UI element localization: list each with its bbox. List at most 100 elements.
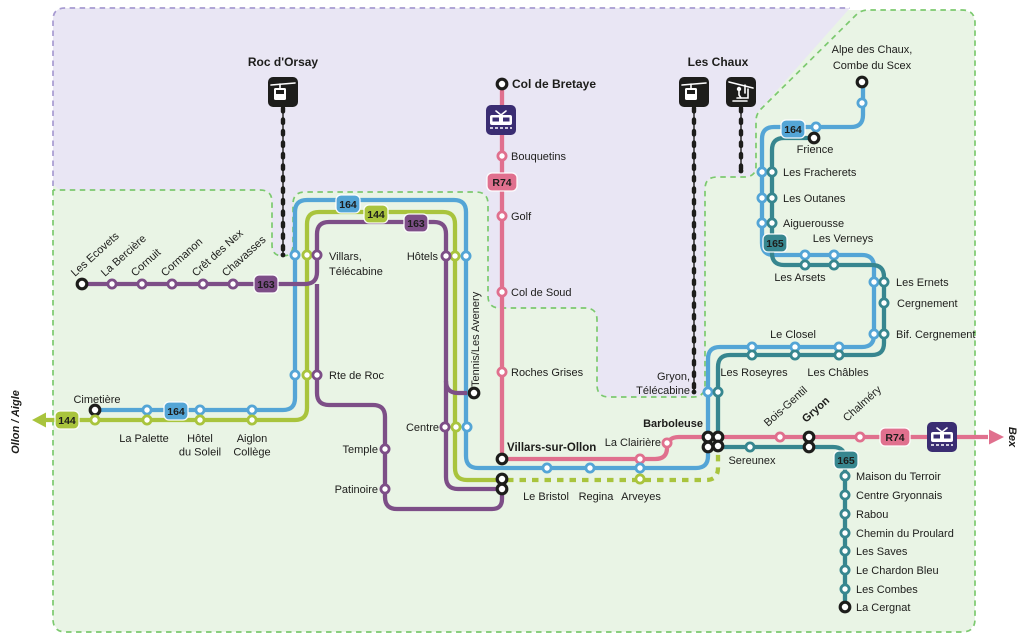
stop-dot-les-combes — [839, 583, 851, 595]
route-badge-label: 165 — [837, 455, 855, 467]
label-patinoire: Patinoire — [335, 484, 378, 496]
stop-dot-les-verneys-165 — [828, 259, 840, 271]
stop-dot-cergnement — [878, 297, 890, 309]
label-aiguerousse: Aiguerousse — [783, 218, 844, 230]
stop-dot-hotels-163 — [440, 250, 452, 262]
stop-dot-bif-cergnement-165 — [878, 328, 890, 340]
stop-dot-villars-telecabine-163 — [311, 249, 323, 261]
label-rte-de-roc: Rte de Roc — [329, 370, 385, 382]
stop-dot-cornuit — [136, 278, 148, 290]
ski-lift-icon-bg — [726, 77, 756, 107]
cable-car-icon — [268, 77, 298, 107]
stop-dot-aiglon-college-164 — [246, 404, 258, 416]
stop-dot-les-verneys-164 — [828, 249, 840, 261]
stop-dot-les-arsets-165 — [799, 259, 811, 271]
stop-dot-col-de-soud — [496, 286, 508, 298]
interchange-dot-villars-sur-ollon-r74 — [495, 452, 509, 466]
cable — [728, 81, 754, 89]
route-badge-bg — [762, 233, 788, 253]
stop-dot-bois-gentil — [774, 431, 786, 443]
label-le-chardon-bleu: Le Chardon Bleu — [856, 565, 939, 577]
interchange-dot-gryon-r74 — [802, 430, 816, 444]
stop-dot-gryon-telecabine-165 — [712, 386, 724, 398]
interchange-dot-barboleuse-144-165 — [711, 439, 725, 453]
label-cimetiere: Cimetière — [73, 394, 120, 406]
stop-dot-hotels-144 — [449, 250, 461, 262]
route-badge-165-7: 165 — [762, 233, 788, 253]
route-badge-label: 144 — [58, 415, 76, 427]
label-bex: Bex — [1006, 427, 1018, 448]
label-frience: Frience — [797, 144, 834, 156]
interchange-dot-gryon-165 — [802, 440, 816, 454]
interchange-dot-barboleuse-164 — [701, 440, 715, 454]
stop-dot-rte-de-roc-144 — [301, 369, 313, 381]
route-badge-bg — [253, 274, 279, 294]
cable — [681, 82, 707, 86]
label-les-saves: Les Saves — [856, 546, 908, 558]
route-badge-164-4: 164 — [780, 119, 806, 139]
route-badge-165-8: 165 — [833, 450, 859, 470]
stop-dot-les-arsets-164 — [799, 249, 811, 261]
stop-dot-centre-144 — [450, 421, 462, 433]
roc-dorsay-cable-endcap — [280, 252, 286, 258]
route-line-164 — [95, 82, 877, 471]
stop-dot-aiglon-college-144 — [246, 414, 258, 426]
label-les-arsets: Les Arsets — [774, 272, 826, 284]
label-temple: Temple — [343, 444, 378, 456]
label-sereunex: Sereunex — [728, 455, 776, 467]
train-window-1 — [492, 117, 499, 122]
zone-lavender-border — [52, 7, 850, 186]
label-les-outanes: Les Outanes — [783, 193, 846, 205]
les-chaux-cable-endcap — [691, 389, 697, 395]
stop-dot-sereunex — [744, 441, 756, 453]
label-les-combes: Les Combes — [856, 584, 918, 596]
interchange-dot-col-de-bretaye — [495, 77, 509, 91]
label-le-closel: Le Closel — [770, 329, 816, 341]
stop-dot-chalmery — [854, 431, 866, 443]
train-window-2 — [503, 117, 510, 122]
label-centre-gryonnais: Centre Gryonnais — [856, 490, 943, 502]
train-window-2 — [944, 434, 951, 439]
stop-dot-chemin-du-proulard — [839, 527, 851, 539]
route-badge-label: 144 — [367, 209, 385, 221]
route-badge-label: R74 — [885, 432, 904, 444]
route-badge-bg — [833, 450, 859, 470]
arrow-to-bex — [989, 429, 1004, 445]
label-les-chaux: Les Chaux — [688, 55, 749, 69]
stop-dot-centre-gryonnais — [839, 489, 851, 501]
interchange-dot-villars-sur-ollon-144 — [495, 472, 509, 486]
label-les-fracherets: Les Fracherets — [783, 167, 857, 179]
train-icon — [486, 105, 516, 135]
interchange-dot-les-ecovets — [75, 277, 89, 291]
cabin-window — [276, 90, 284, 94]
label-tennis-les-avenery: Tennis/Les Avenery — [470, 291, 482, 387]
route-badge-164-3: 164 — [163, 401, 189, 421]
ski-lift-icon — [726, 77, 756, 107]
stop-dot-les-ernets-165 — [878, 276, 890, 288]
route-badge-bg — [780, 119, 806, 139]
stop-dot-les-outanes-164 — [756, 192, 768, 204]
stop-dot-cret-des-nex — [197, 278, 209, 290]
stop-dot-rte-de-roc-164 — [289, 369, 301, 381]
interchange-dot-frience-165 — [807, 131, 821, 145]
label-maison-du-terroir: Maison du Terroir — [856, 471, 941, 483]
stop-dot-le-chardon-bleu — [839, 564, 851, 576]
stop-dot-bouquetins — [496, 150, 508, 162]
route-badge-144-5: 144 — [363, 204, 389, 224]
label-villars-telecabine: Villars,Télécabine — [329, 251, 383, 278]
stop-dot-arveyes-164 — [634, 462, 646, 474]
route-badge-144-6: 144 — [54, 410, 80, 430]
stop-dot-gryon-telecabine-164 — [702, 386, 714, 398]
stop-dot-chavasses — [227, 278, 239, 290]
stop-dot-les-roseyres-165 — [746, 349, 758, 361]
route-badge-label: 164 — [784, 124, 802, 136]
stop-dot-les-ernets-164 — [868, 276, 880, 288]
stop-dot-bif-cergnement-164 — [868, 328, 880, 340]
route-badge-bg — [335, 194, 361, 214]
route-badge-164-2: 164 — [335, 194, 361, 214]
route-badge-bg — [163, 401, 189, 421]
stop-dot-temple — [379, 443, 391, 455]
label-la-clairiere: La Clairière — [605, 437, 661, 449]
